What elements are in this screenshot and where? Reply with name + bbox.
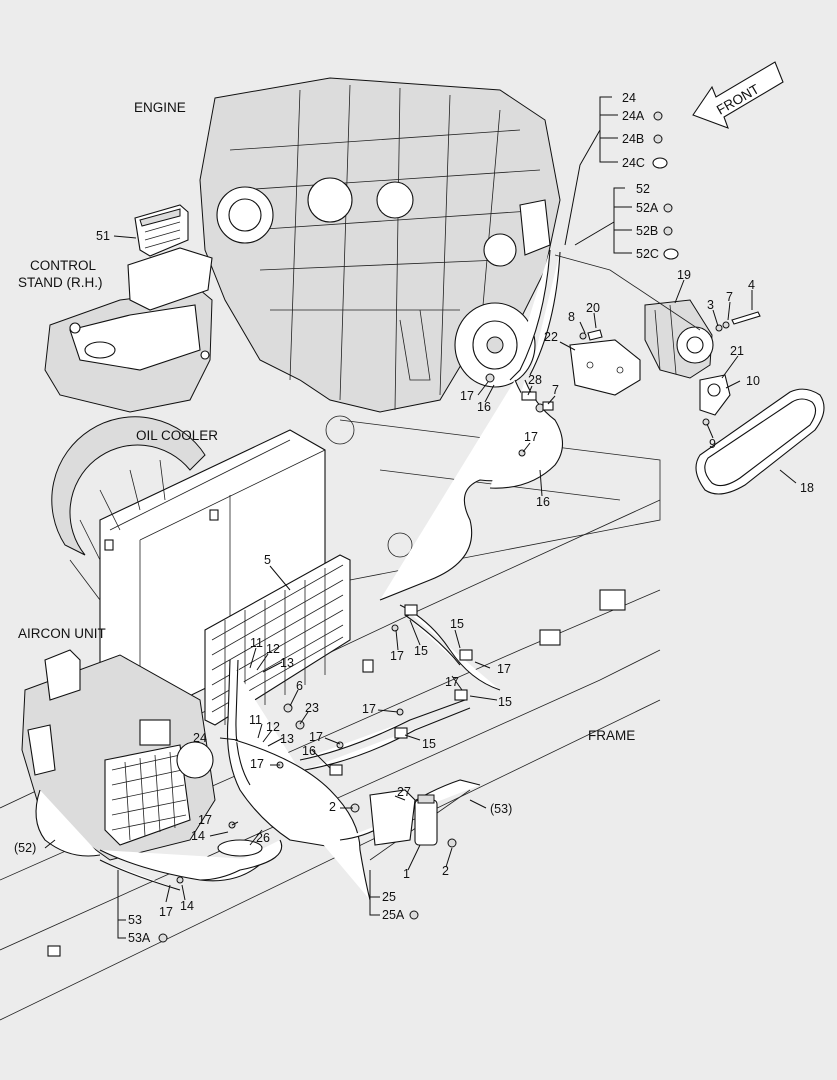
callout-28: 28 — [528, 373, 542, 387]
label-25: 25 — [382, 890, 396, 904]
callout-15-d: 15 — [422, 737, 436, 751]
part-1-receiver-drier — [414, 794, 438, 846]
callout-23: 23 — [305, 701, 319, 715]
control-stand-label-2: STAND (R.H.) — [18, 275, 103, 290]
callout-51: 51 — [96, 229, 110, 243]
callout-21: 21 — [730, 344, 744, 358]
callout-1: 1 — [403, 867, 410, 881]
callout-13-upper: 13 — [280, 656, 294, 670]
label-52: 52 — [636, 182, 650, 196]
callout-15-a: 15 — [414, 644, 428, 658]
part-19-compressor — [644, 299, 714, 379]
callout-22: 22 — [544, 330, 558, 344]
callout-10: 10 — [746, 374, 760, 388]
callout-53-paren: (53) — [490, 802, 512, 816]
callout-12-upper: 12 — [266, 642, 280, 656]
callout-16-engine: 16 — [477, 400, 491, 414]
callout-17-base: 17 — [159, 905, 173, 919]
callout-2-lower: 2 — [442, 864, 449, 878]
oring-52b-icon — [663, 226, 673, 236]
callout-4: 4 — [748, 278, 755, 292]
label-25a: 25A — [382, 908, 405, 922]
label-53: 53 — [128, 913, 142, 927]
oring-25a-icon — [409, 910, 419, 920]
callout-16-mid: 16 — [536, 495, 550, 509]
part-22-bracket — [569, 339, 641, 396]
callout-19: 19 — [677, 268, 691, 282]
callout-13-lower: 13 — [280, 732, 294, 746]
callout-11-upper: 11 — [250, 636, 263, 650]
group-25-legend: 25 25A — [369, 870, 419, 922]
control-stand — [44, 247, 213, 413]
callout-6: 6 — [296, 679, 303, 693]
callout-12-lower: 12 — [266, 720, 280, 734]
group-52-legend: 52 52A 52B 52C — [574, 182, 679, 261]
callout-8: 8 — [568, 310, 575, 324]
callout-17-bottom: 17 — [198, 813, 212, 827]
callout-24: 24 — [193, 731, 207, 745]
callout-15-c: 15 — [498, 695, 512, 709]
oil-cooler-label: OIL COOLER — [136, 428, 218, 443]
part-27-bracket — [369, 789, 416, 846]
callout-11-lower: 11 — [249, 713, 262, 727]
oring-52a-icon — [663, 203, 673, 213]
oring-24b-icon — [653, 134, 663, 144]
label-24c: 24C — [622, 156, 645, 170]
part-18-belt — [695, 388, 825, 495]
callout-9: 9 — [709, 437, 716, 451]
oring-53a-icon — [158, 933, 168, 943]
callout-17-mid: 17 — [524, 430, 538, 444]
callout-17-engine: 17 — [460, 389, 474, 403]
callout-14-upper: 14 — [191, 829, 205, 843]
callout-17-aircon: 17 — [250, 757, 264, 771]
label-52c: 52C — [636, 247, 659, 261]
part-51-control-box — [134, 204, 189, 257]
callout-27: 27 — [397, 785, 411, 799]
callout-18: 18 — [800, 481, 814, 495]
callout-15-b: 15 — [450, 617, 464, 631]
label-52b: 52B — [636, 224, 658, 238]
aircon-unit-label: AIRCON UNIT — [18, 626, 106, 641]
label-24b: 24B — [622, 132, 644, 146]
callout-14-lower: 14 — [180, 899, 194, 913]
callout-17-lower: 17 — [445, 675, 459, 689]
cap-52c-icon — [663, 248, 679, 260]
fasteners — [579, 311, 761, 426]
front-arrow: FRONT — [692, 61, 784, 129]
callout-16-lower: 16 — [302, 744, 316, 758]
callout-20: 20 — [586, 301, 600, 315]
engine-label: ENGINE — [134, 100, 186, 115]
engine-assembly — [199, 77, 561, 413]
callout-2-upper: 2 — [329, 800, 336, 814]
callouts: 51 19 4 7 3 8 20 22 21 10 28 7 17 16 9 1… — [14, 229, 814, 919]
part-21-tensioner — [699, 374, 731, 416]
label-24: 24 — [622, 91, 636, 105]
callout-17-center: 17 — [362, 702, 376, 716]
frame-label: FRAME — [588, 728, 635, 743]
callout-3: 3 — [707, 298, 714, 312]
callout-17-hose: 17 — [309, 730, 323, 744]
label-52a: 52A — [636, 201, 659, 215]
callout-52-paren: (52) — [14, 841, 36, 855]
group-53-legend: 53 53A — [117, 870, 168, 945]
oring-24a-icon — [653, 111, 663, 121]
callout-17-right: 17 — [497, 662, 511, 676]
cap-24c-icon — [652, 157, 668, 169]
callout-17-condenser: 17 — [390, 649, 404, 663]
callout-26: 26 — [256, 831, 270, 845]
control-stand-label-1: CONTROL — [30, 258, 96, 273]
callout-5: 5 — [264, 553, 271, 567]
label-24a: 24A — [622, 109, 645, 123]
group-24-legend: 24 24A 24B 24C — [564, 91, 668, 246]
label-53a: 53A — [128, 931, 151, 945]
aircon-unit — [21, 649, 216, 861]
callout-7-top: 7 — [726, 290, 733, 304]
callout-7-mid: 7 — [552, 383, 559, 397]
leader-lines — [44, 235, 797, 903]
